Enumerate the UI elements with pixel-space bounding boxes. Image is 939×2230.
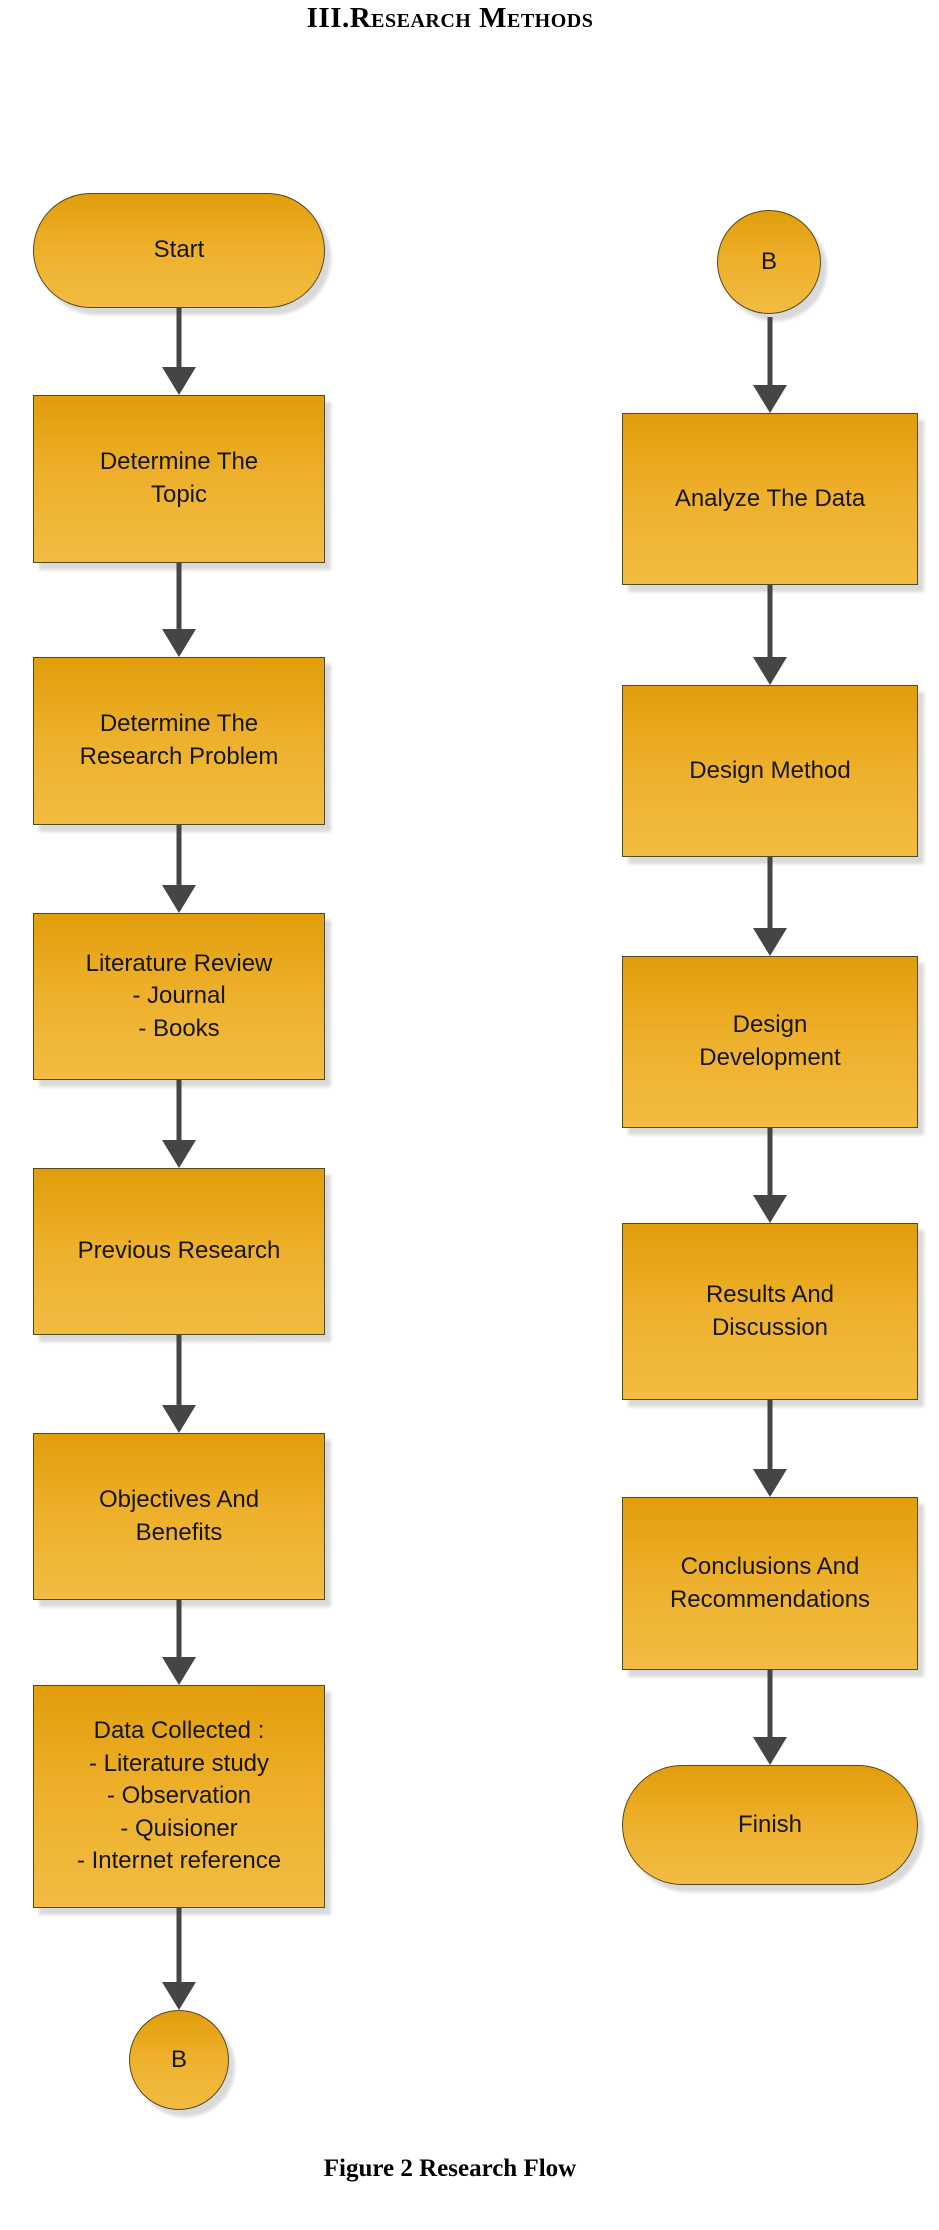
- flow-node-data-collected: Data Collected : - Literature study - Ob…: [33, 1685, 325, 1908]
- flow-node-determine-topic: Determine The Topic: [33, 395, 325, 563]
- flow-node-analyze-data: Analyze The Data: [622, 413, 918, 585]
- flow-arrow: [162, 1335, 196, 1433]
- flow-node-conclusions-recommendations: Conclusions And Recommendations: [622, 1497, 918, 1670]
- figure-caption: Figure 2 Research Flow: [323, 2155, 577, 2182]
- flow-arrow: [162, 825, 196, 913]
- flow-arrow: [753, 1400, 787, 1497]
- flow-arrow: [162, 1908, 196, 2010]
- flow-arrow: [162, 308, 196, 395]
- flow-arrow: [162, 1600, 196, 1685]
- flow-arrow: [753, 1128, 787, 1223]
- flow-arrow: [162, 563, 196, 657]
- flow-node-previous-research: Previous Research: [33, 1168, 325, 1335]
- flow-node-start: Start: [33, 193, 325, 308]
- flow-connector-b-right: B: [717, 210, 821, 314]
- flow-arrow: [753, 857, 787, 956]
- flow-node-objectives-benefits: Objectives And Benefits: [33, 1433, 325, 1600]
- flow-node-literature-review: Literature Review - Journal - Books: [33, 913, 325, 1080]
- flow-node-determine-research-problem: Determine The Research Problem: [33, 657, 325, 825]
- flow-connector-b-left: B: [129, 2010, 229, 2110]
- section-title: III.Research Methods: [306, 2, 594, 34]
- flow-arrow: [753, 585, 787, 685]
- flow-node-design-development: Design Development: [622, 956, 918, 1128]
- flow-arrow: [753, 317, 787, 413]
- flow-arrow: [753, 1670, 787, 1765]
- flow-node-finish: Finish: [622, 1765, 918, 1885]
- flow-node-design-method: Design Method: [622, 685, 918, 857]
- flow-arrow: [162, 1080, 196, 1168]
- flow-node-results-discussion: Results And Discussion: [622, 1223, 918, 1400]
